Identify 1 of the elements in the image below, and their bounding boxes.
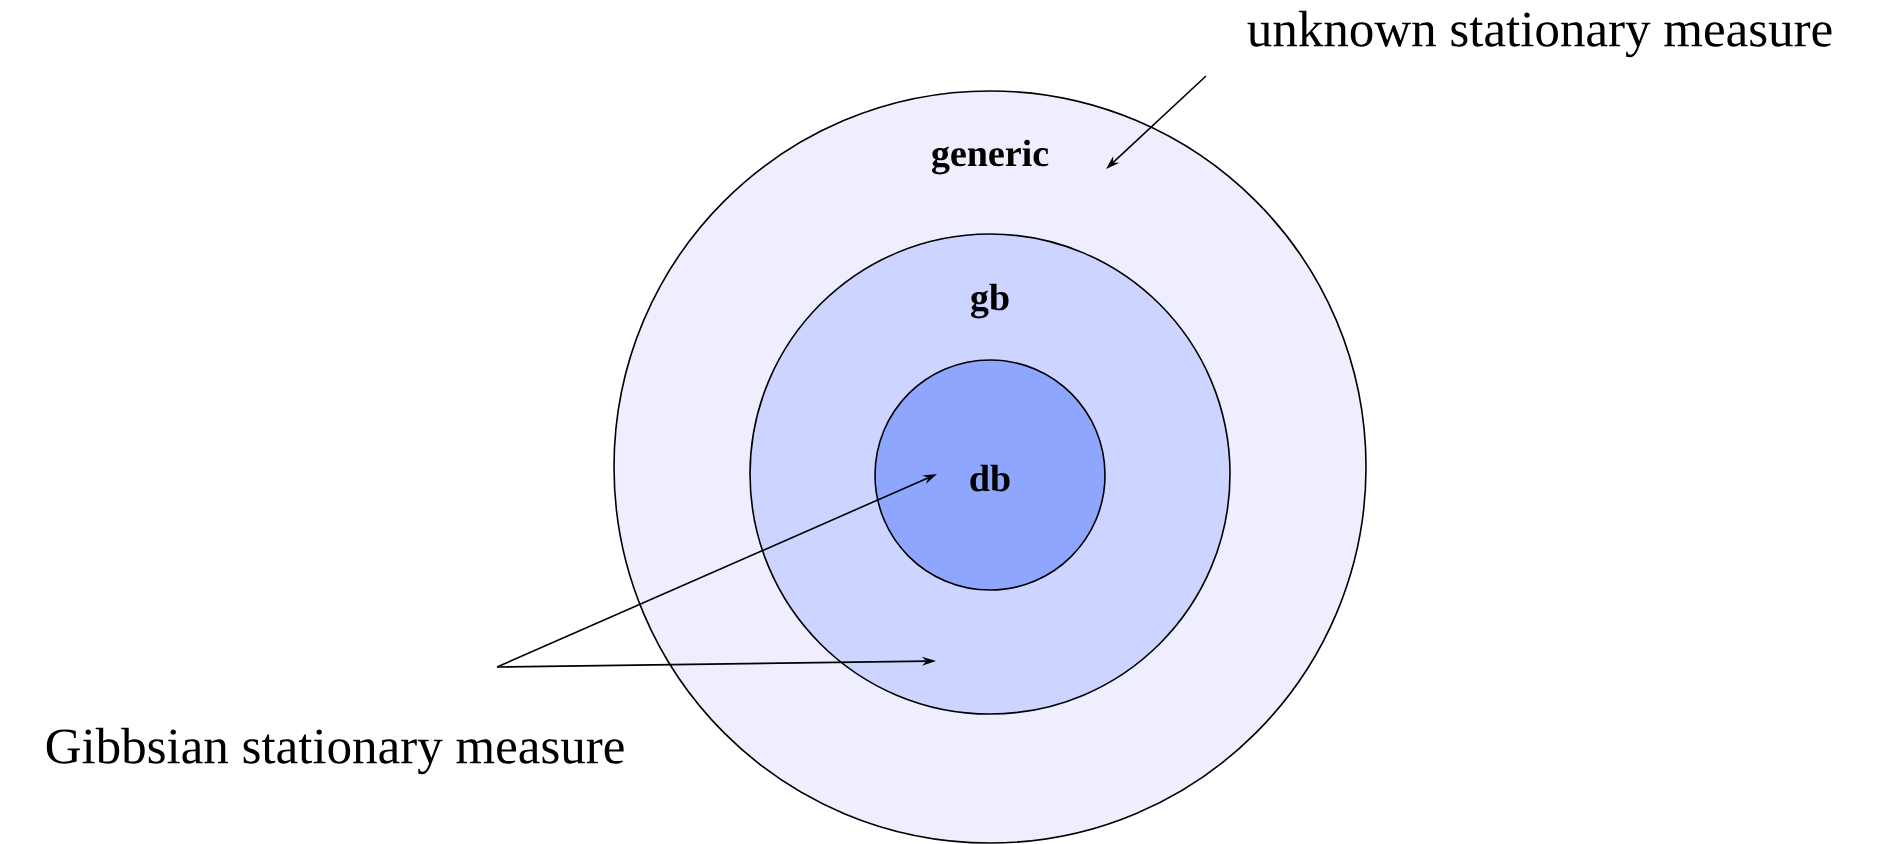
annotation-text: unknown stationary measure <box>1247 10 1832 58</box>
